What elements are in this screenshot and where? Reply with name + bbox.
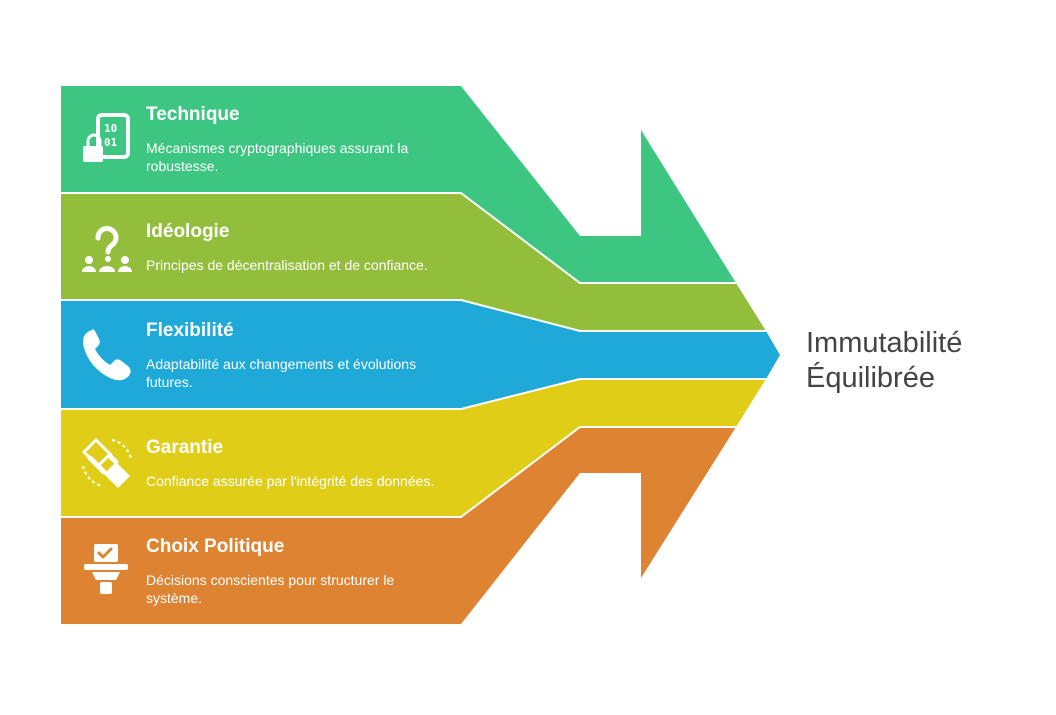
band-description-choix-politique: Décisions conscientes pour structurer le… bbox=[146, 572, 395, 606]
band-title-technique: Technique bbox=[146, 104, 240, 125]
band-flexibilite-shape bbox=[61, 300, 780, 409]
separator-line bbox=[61, 426, 736, 518]
band-title-flexibilite: Flexibilité bbox=[146, 320, 234, 341]
band-description-technique: Mécanismes cryptographiques assurant la … bbox=[146, 140, 409, 174]
svg-text:10: 10 bbox=[104, 122, 117, 135]
svg-text:01: 01 bbox=[104, 136, 118, 149]
band-description-garantie: Confiance assurée par l'intégrité des do… bbox=[146, 473, 435, 489]
outcome-line-2: Équilibrée bbox=[806, 362, 935, 394]
handshake-icon bbox=[81, 437, 132, 488]
separator-line bbox=[61, 299, 766, 332]
community-question-icon bbox=[82, 226, 132, 272]
band-title-garantie: Garantie bbox=[146, 437, 224, 458]
outcome-line-1: Immutabilité bbox=[806, 327, 963, 359]
band-technique-shape bbox=[61, 86, 736, 283]
ballot-box-icon bbox=[84, 544, 128, 594]
cryptography-lock-icon: 10 01 bbox=[83, 113, 130, 162]
band-description-flexibilite: Adaptabilité aux changements et évolutio… bbox=[146, 356, 417, 390]
phone-icon bbox=[83, 329, 131, 381]
band-title-choix-politique: Choix Politique bbox=[146, 536, 285, 557]
band-choix-politique-shape bbox=[61, 427, 736, 624]
outcome-label: Immutabilité Équilibrée bbox=[806, 326, 962, 396]
band-garantie-shape bbox=[61, 379, 766, 517]
band-title-ideologie: Idéologie bbox=[146, 221, 230, 242]
separator-line bbox=[61, 378, 766, 410]
band-description-ideologie: Principes de décentralisation et de conf… bbox=[146, 257, 428, 273]
band-ideologie-shape bbox=[61, 193, 766, 331]
separator-line bbox=[61, 192, 736, 284]
